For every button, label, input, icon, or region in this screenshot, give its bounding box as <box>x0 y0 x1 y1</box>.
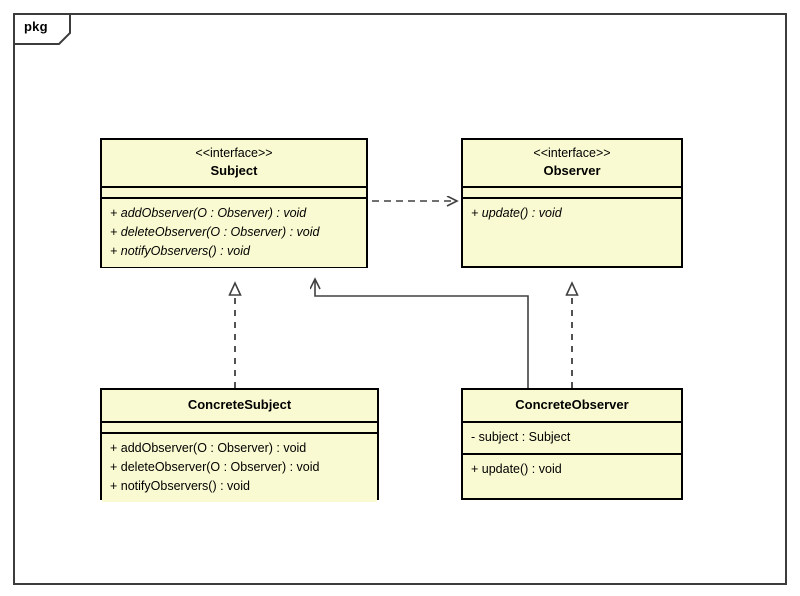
observer-stereotype: <<interface>> <box>533 146 611 160</box>
class-box-concreteobserver[interactable]: ConcreteObserver - subject : Subject + u… <box>461 388 683 500</box>
subject-name: Subject <box>210 163 258 178</box>
class-box-concretesubject[interactable]: ConcreteSubject + addObserver(O : Observ… <box>100 388 379 502</box>
subject-methods-compartment: + addObserver(O : Observer) : void + del… <box>102 197 366 267</box>
class-box-subject[interactable]: <<interface>> Subject + addObserver(O : … <box>100 138 368 268</box>
package-label: pkg <box>24 19 48 34</box>
class-box-observer[interactable]: <<interface>> Observer + update() : void <box>461 138 683 268</box>
observer-methods-compartment: + update() : void <box>463 197 681 229</box>
concretesubject-attributes-compartment <box>102 421 377 432</box>
observer-attributes-compartment <box>463 186 681 197</box>
concreteobserver-attribute-0: - subject : Subject <box>471 430 571 444</box>
observer-method-0: + update() : void <box>471 206 562 220</box>
concreteobserver-header: ConcreteObserver <box>463 390 681 421</box>
concreteobserver-method-0: + update() : void <box>471 462 562 476</box>
concreteobserver-name: ConcreteObserver <box>515 397 629 412</box>
concretesubject-method-0: + addObserver(O : Observer) : void <box>110 441 307 455</box>
concretesubject-methods-compartment: + addObserver(O : Observer) : void + del… <box>102 432 377 502</box>
subject-method-0: + addObserver(O : Observer) : void <box>110 206 307 220</box>
subject-stereotype: <<interface>> <box>195 146 273 160</box>
observer-header: <<interface>> Observer <box>463 140 681 186</box>
observer-name: Observer <box>543 163 601 178</box>
concretesubject-method-1: + deleteObserver(O : Observer) : void <box>110 460 320 474</box>
subject-method-1: + deleteObserver(O : Observer) : void <box>110 225 320 239</box>
subject-method-2: + notifyObservers() : void <box>110 244 250 258</box>
concretesubject-name: ConcreteSubject <box>187 397 292 412</box>
concreteobserver-attributes-compartment: - subject : Subject <box>463 421 681 453</box>
concretesubject-method-2: + notifyObservers() : void <box>110 479 250 493</box>
subject-header: <<interface>> Subject <box>102 140 366 186</box>
concretesubject-header: ConcreteSubject <box>102 390 377 421</box>
subject-attributes-compartment <box>102 186 366 197</box>
concreteobserver-methods-compartment: + update() : void <box>463 453 681 485</box>
